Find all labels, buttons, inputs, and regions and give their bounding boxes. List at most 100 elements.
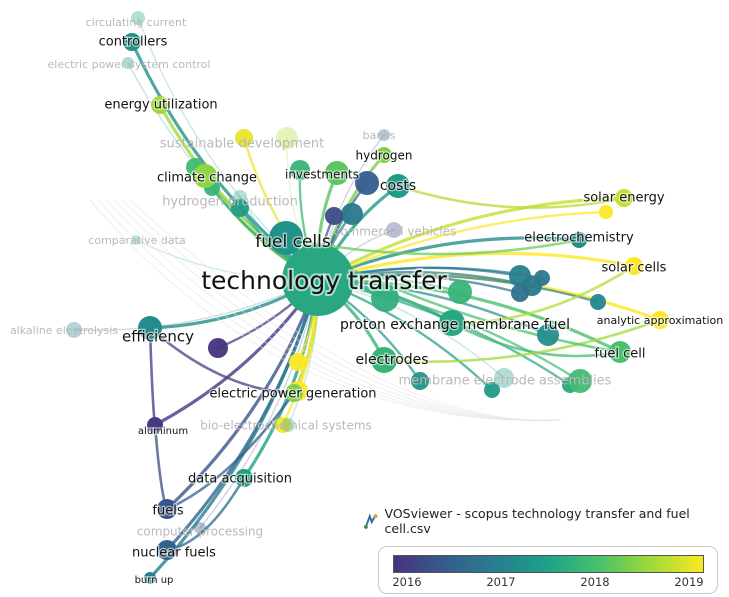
network-edge [165,391,296,511]
node-electrodes[interactable] [371,347,397,373]
node-burn-up[interactable] [144,572,156,584]
node-proton-exchange-membrane-fuel[interactable] [439,310,465,336]
node-fuel-cell[interactable] [609,341,631,363]
network-node[interactable] [325,207,343,225]
node-membrane-electrode-assemblies[interactable] [494,368,514,388]
label-banks[interactable]: banks [363,129,396,142]
network-node[interactable] [231,199,249,217]
label-aluminum[interactable]: aluminum [137,425,190,439]
network-edge [316,210,608,282]
node-commercial-vehicles[interactable] [386,222,402,238]
node-circulating-current[interactable] [131,11,145,25]
node-investments[interactable] [325,161,349,185]
network-edge [165,278,320,552]
node-aluminum[interactable] [147,417,163,433]
label-burn-up[interactable]: burn up [133,574,174,588]
node-solar-cells[interactable] [625,257,643,275]
node-electric-power-generation[interactable] [285,384,303,402]
node-solar-energy[interactable] [615,189,633,207]
network-edge [153,423,169,511]
label-electric-power-generation[interactable]: electric power generation [208,385,378,403]
label-fuel-cells[interactable]: fuel cells [254,231,332,254]
label-solar-energy[interactable]: solar energy [582,189,666,207]
node-efficiency[interactable] [138,316,162,340]
network-edge [316,196,626,282]
vosviewer-credit: VOSviewer - scopus technology transfer a… [363,506,729,536]
network-edge [121,199,561,421]
label-investments[interactable]: investments [284,166,361,183]
node-banks[interactable] [378,129,390,141]
label-circulating-current[interactable]: circulating current [86,16,187,29]
node-alkaline-electrolysis[interactable] [66,322,82,338]
label-nuclear-fuels[interactable]: nuclear fuels [131,544,218,562]
label-electrodes[interactable]: electrodes [354,351,430,370]
node-fuels[interactable] [157,499,177,519]
network-node[interactable] [235,129,253,147]
label-hydrogen[interactable]: hydrogen [354,147,413,164]
label-bio-electrochemical-systems[interactable]: bio-electrochemical systems [200,419,372,433]
label-alkaline-electrolysis[interactable]: alkaline electrolysis [10,324,118,337]
node-electrochemistry[interactable] [571,232,587,248]
network-node[interactable] [568,369,592,393]
node-hydrogen[interactable] [376,147,392,163]
network-node[interactable] [208,338,228,358]
network-edge [316,278,622,354]
label-electrochemistry[interactable]: electrochemistry [523,229,635,247]
network-node[interactable] [537,324,559,346]
label-proton-exchange-membrane-fuel[interactable]: proton exchange membrane fuel [339,316,572,335]
label-technology-transfer[interactable]: technology transfer [199,264,449,297]
label-climate-change[interactable]: climate change [156,169,259,187]
network-edge [396,184,626,209]
node-data-acquisition[interactable] [235,469,253,487]
node-energy-utilization[interactable] [151,96,169,114]
network-labels: technology transfer fuel cells proton exch… [10,16,725,588]
node-electric-power-system-control[interactable] [122,57,134,69]
network-node[interactable] [484,382,500,398]
node-nuclear-fuels[interactable] [157,540,177,560]
label-hydrogen-production[interactable]: hydrogen production [162,195,298,210]
network-node[interactable] [599,205,613,219]
node-technology-transfer[interactable] [282,244,354,316]
network-edge [148,278,320,580]
label-fuel-cell[interactable]: fuel cell [593,345,646,363]
label-efficiency[interactable]: efficiency [121,326,196,347]
label-sustainable-development[interactable]: sustainable development [160,137,324,152]
network-node[interactable] [289,353,307,371]
network-node[interactable] [448,280,472,304]
network-node[interactable] [290,160,310,180]
network-node[interactable] [355,171,379,195]
label-solar-cells[interactable]: solar cells [600,259,668,277]
node-climate-change[interactable] [193,164,217,188]
network-node[interactable] [511,284,529,302]
network-node[interactable] [341,203,363,225]
network-node[interactable] [590,294,606,310]
network-node[interactable] [275,417,291,433]
legend-tick-2019: 2019 [674,575,704,589]
label-electric-power-system-control[interactable]: electric power system control [48,58,211,71]
label-costs[interactable]: costs [379,177,418,196]
node-sustainable-development[interactable] [276,127,298,149]
network-edge [316,273,600,304]
network-node[interactable] [534,270,550,286]
label-commercial-vehicles[interactable]: commercial vehicles [334,225,457,239]
node-analytic-approximation[interactable] [651,311,669,329]
node-computer-processing[interactable] [194,522,206,534]
node-fuel-cells[interactable] [269,221,303,255]
label-fuels[interactable]: fuels [151,502,185,520]
node-hydrogen-production[interactable] [233,190,247,204]
network-node[interactable] [371,284,399,312]
node-costs[interactable] [386,174,410,198]
label-membrane-electrode-assemblies[interactable]: membrane electrode assemblies [399,374,612,389]
network-edge [129,199,561,421]
network-node[interactable] [411,372,429,390]
node-comparative-data[interactable] [131,235,141,245]
label-analytic-approximation[interactable]: analytic approximation [596,313,725,329]
label-computer-processing[interactable]: computer processing [137,525,263,539]
label-data-acquisition[interactable]: data acquisition [187,470,293,488]
label-comparative-data[interactable]: comparative data [88,234,185,247]
label-controllers[interactable]: controllers [97,33,169,51]
label-energy-utilization[interactable]: energy utilization [103,96,219,114]
node-controllers[interactable] [123,33,141,51]
node-bio-electrochemical-systems[interactable] [281,418,295,432]
